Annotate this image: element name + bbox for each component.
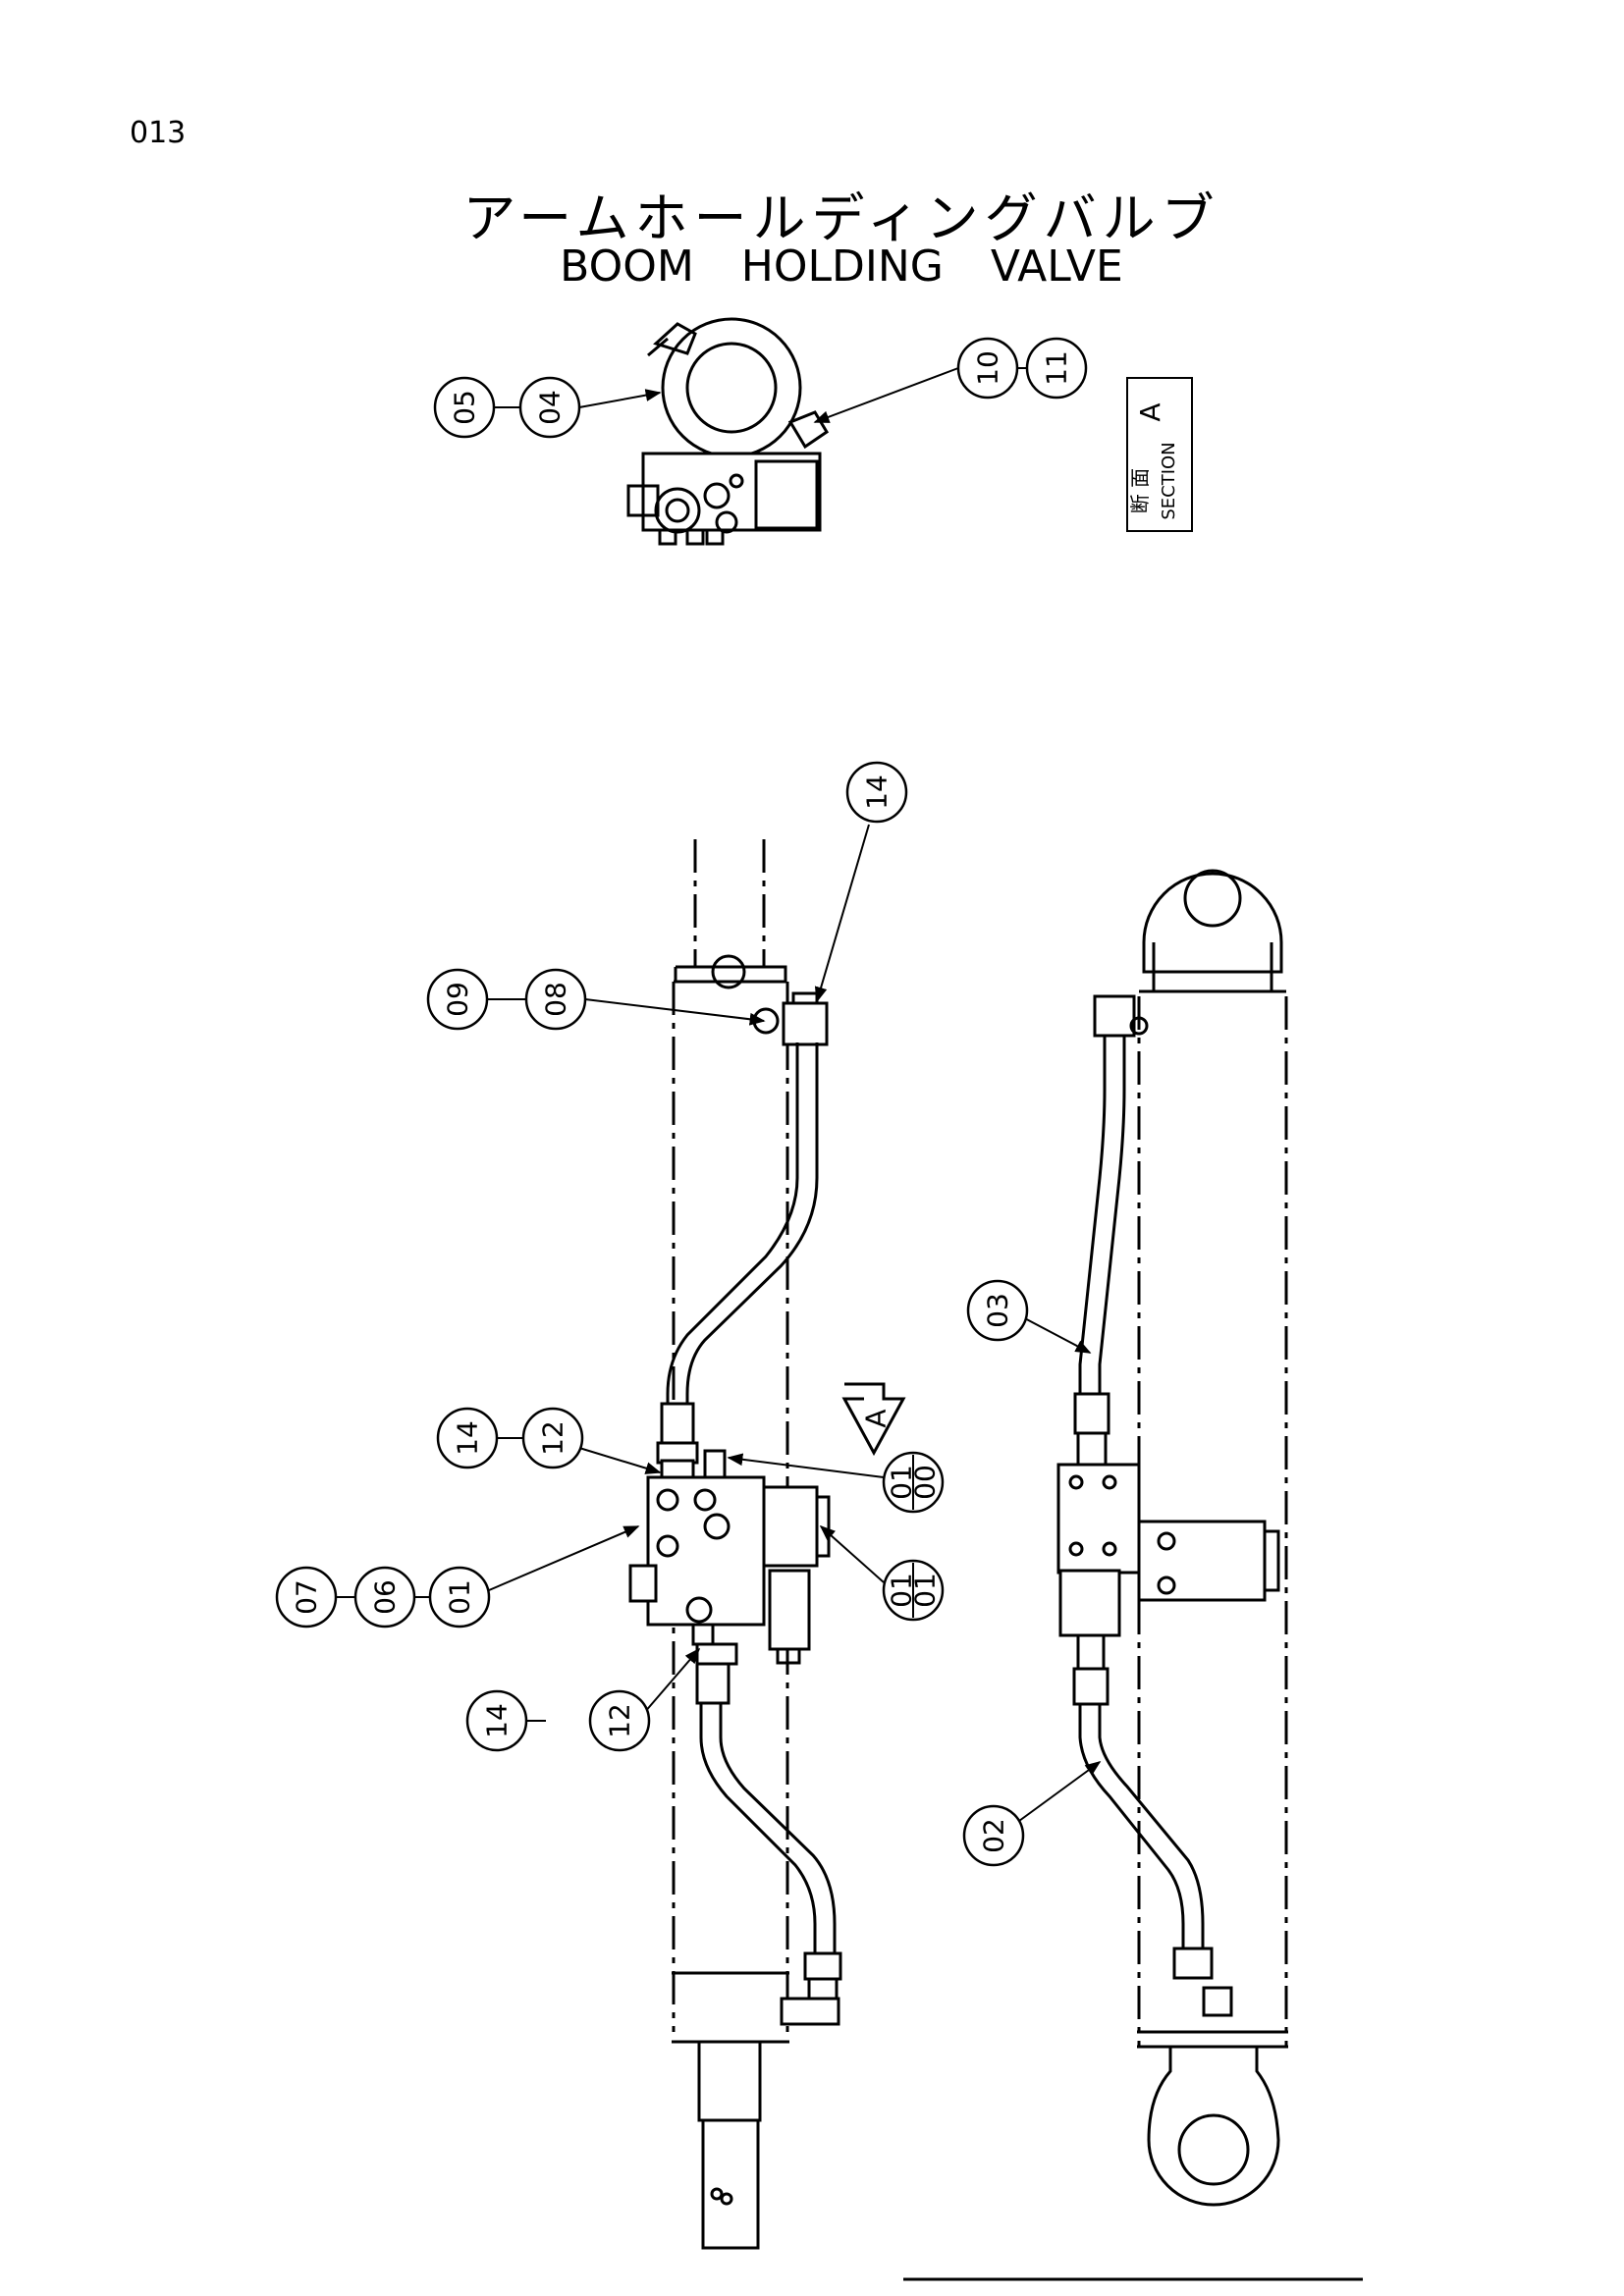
svg-text:11: 11 — [1041, 350, 1073, 386]
solenoid-coil-outer — [661, 317, 802, 458]
section-a-detail — [626, 317, 830, 546]
svg-text:10: 10 — [972, 350, 1004, 386]
callout-14-low: 14 — [465, 1689, 528, 1752]
callout-01: 01 — [428, 1566, 491, 1629]
section-a-label: A SECTION 断 面 — [1126, 377, 1193, 532]
svg-text:04: 04 — [534, 390, 567, 425]
svg-text:12: 12 — [537, 1420, 569, 1456]
callout-fraction-upper: 01 00 — [882, 1451, 945, 1514]
svg-text:09: 09 — [442, 982, 474, 1017]
callout-14-mid: 14 — [436, 1407, 499, 1469]
left-cylinder — [628, 839, 842, 2250]
svg-text:00: 00 — [909, 1465, 942, 1500]
callout-12-mid: 12 — [521, 1407, 584, 1469]
callout-07: 07 — [275, 1566, 338, 1629]
svg-text:01: 01 — [886, 1573, 918, 1608]
svg-text:08: 08 — [540, 982, 572, 1017]
svg-text:05: 05 — [449, 390, 481, 425]
view-arrow-letter: A — [860, 1409, 893, 1427]
svg-text:02: 02 — [978, 1818, 1010, 1853]
svg-text:03: 03 — [982, 1293, 1014, 1328]
callout-fraction-lower: 01 01 — [882, 1559, 945, 1622]
section-letter: A — [1134, 402, 1166, 421]
svg-text:01: 01 — [909, 1573, 942, 1608]
callout-14-top: 14 — [845, 761, 908, 824]
svg-text:07: 07 — [291, 1579, 323, 1615]
section-japanese: 断 面 — [1128, 468, 1152, 513]
view-arrow-a: A — [841, 1382, 906, 1457]
svg-text:14: 14 — [861, 774, 893, 810]
title-japanese: アームホールディングバルブ — [462, 187, 1220, 249]
page-number: 013 — [130, 116, 187, 150]
callout-05: 05 — [433, 376, 496, 439]
section-english: SECTION — [1159, 442, 1179, 519]
callout-06: 06 — [353, 1566, 416, 1629]
svg-text:01: 01 — [444, 1579, 476, 1615]
svg-text:12: 12 — [604, 1703, 636, 1738]
callout-09: 09 — [426, 968, 489, 1031]
callout-12-low: 12 — [588, 1689, 651, 1752]
svg-text:14: 14 — [452, 1420, 484, 1456]
svg-text:14: 14 — [481, 1703, 514, 1738]
svg-text:01: 01 — [886, 1465, 918, 1500]
callout-04: 04 — [518, 376, 581, 439]
callout-11: 11 — [1025, 337, 1088, 400]
svg-text:06: 06 — [369, 1579, 402, 1615]
callout-03: 03 — [966, 1279, 1029, 1342]
callout-08: 08 — [524, 968, 587, 1031]
title-english: BOOM HOLDING VALVE — [560, 241, 1123, 292]
right-cylinder — [1056, 869, 1288, 2207]
callout-02: 02 — [962, 1804, 1025, 1867]
callout-10: 10 — [956, 337, 1019, 400]
